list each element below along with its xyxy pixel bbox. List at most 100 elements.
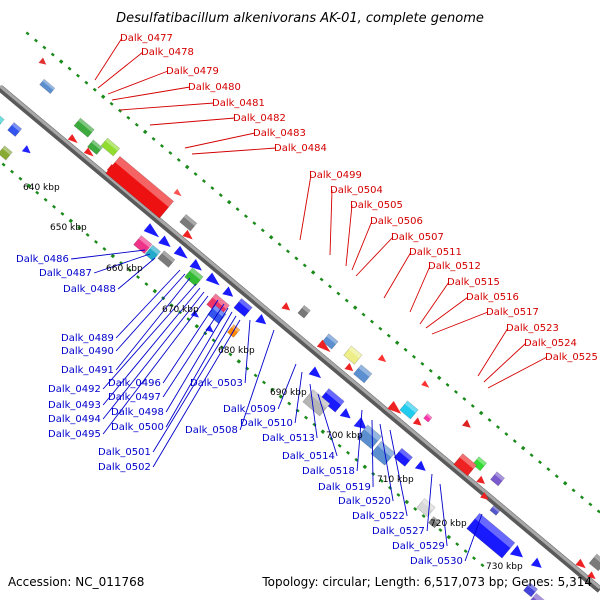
gene-label-reverse[interactable]: Dalk_0493 — [48, 400, 101, 411]
gene-label-reverse[interactable]: Dalk_0502 — [98, 462, 151, 473]
scale-tick — [77, 225, 82, 230]
label-leader — [487, 356, 548, 389]
kbp-scale-label: 710 kbp — [377, 475, 414, 485]
gene-feature — [38, 57, 47, 65]
gene-label-forward[interactable]: Dalk_0506 — [370, 216, 423, 227]
scale-tick — [159, 143, 164, 148]
gene-label-forward[interactable]: Dalk_0479 — [166, 66, 219, 77]
gene-label-reverse[interactable]: Dalk_0498 — [111, 407, 164, 418]
gene-label-reverse[interactable]: Dalk_0520 — [338, 496, 391, 507]
scale-tick — [68, 218, 74, 224]
gene-label-forward[interactable]: Dalk_0478 — [141, 47, 194, 58]
gene-label-forward[interactable]: Dalk_0517 — [486, 307, 539, 318]
scale-tick — [43, 197, 48, 202]
label-leader — [71, 249, 146, 260]
gene-feature — [453, 453, 477, 477]
gene-label-reverse[interactable]: Dalk_0491 — [61, 365, 114, 376]
scale-tick — [35, 190, 40, 195]
gene-feature — [21, 145, 31, 154]
gene-label-forward[interactable]: Dalk_0515 — [447, 277, 500, 288]
scale-tick — [144, 282, 149, 287]
gene-label-reverse[interactable]: Dalk_0487 — [39, 268, 92, 279]
label-leader — [439, 483, 448, 547]
gene-label-forward[interactable]: Dalk_0482 — [233, 113, 286, 124]
label-leader — [149, 117, 236, 126]
gene-label-forward[interactable]: Dalk_0480 — [188, 82, 241, 93]
gene-label-forward[interactable]: Dalk_0512 — [428, 261, 481, 272]
gene-feature — [588, 553, 600, 572]
scale-tick — [287, 401, 292, 406]
label-leader — [102, 283, 197, 390]
gene-label-forward[interactable]: Dalk_0504 — [330, 185, 383, 196]
gene-feature — [133, 235, 153, 254]
gene-label-reverse[interactable]: Dalk_0530 — [410, 556, 463, 567]
gene-label-reverse[interactable]: Dalk_0529 — [392, 541, 445, 552]
gene-label-forward[interactable]: Dalk_0477 — [120, 33, 173, 44]
scale-tick — [404, 499, 410, 505]
gene-label-reverse[interactable]: Dalk_0519 — [318, 482, 371, 493]
gene-label-forward[interactable]: Dalk_0499 — [309, 170, 362, 181]
scale-tick — [18, 176, 23, 181]
gene-label-forward[interactable]: Dalk_0516 — [466, 292, 519, 303]
scale-tick — [260, 228, 265, 233]
scale-tick — [285, 249, 290, 254]
gene-feature — [316, 339, 331, 353]
gene-feature — [421, 380, 430, 388]
gene-feature — [179, 213, 198, 232]
label-leader — [383, 251, 412, 299]
gene-label-forward[interactable]: Dalk_0525 — [545, 352, 598, 363]
gene-label-reverse[interactable]: Dalk_0495 — [48, 429, 101, 440]
gene-feature — [143, 223, 160, 238]
label-leader — [119, 102, 215, 111]
gene-label-reverse[interactable]: Dalk_0496 — [108, 378, 161, 389]
gene-label-forward[interactable]: Dalk_0524 — [524, 338, 577, 349]
scale-tick — [210, 186, 215, 191]
gene-label-reverse[interactable]: Dalk_0492 — [48, 384, 101, 395]
label-leader — [425, 296, 469, 329]
gene-label-forward[interactable]: Dalk_0523 — [506, 323, 559, 334]
gene-label-reverse[interactable]: Dalk_0490 — [61, 346, 114, 357]
gene-label-reverse[interactable]: Dalk_0497 — [108, 392, 161, 403]
label-leader — [419, 281, 450, 325]
gene-label-reverse[interactable]: Dalk_0508 — [185, 425, 238, 436]
scale-tick — [85, 232, 90, 237]
gene-feature — [67, 134, 78, 144]
gene-label-reverse[interactable]: Dalk_0510 — [240, 418, 293, 429]
gene-label-reverse[interactable]: Dalk_0494 — [48, 414, 101, 425]
scale-tick — [463, 549, 468, 554]
scale-tick — [362, 464, 368, 470]
gene-label-forward[interactable]: Dalk_0505 — [350, 200, 403, 211]
gene-label-reverse[interactable]: Dalk_0527 — [372, 526, 425, 537]
gene-label-reverse[interactable]: Dalk_0513 — [262, 433, 315, 444]
scale-tick — [211, 338, 216, 343]
scale-tick — [446, 534, 452, 540]
scale-tick — [186, 317, 191, 322]
scale-tick — [126, 115, 131, 120]
gene-label-reverse[interactable]: Dalk_0503 — [190, 378, 243, 389]
scale-tick — [92, 87, 97, 92]
gene-label-reverse[interactable]: Dalk_0486 — [16, 254, 69, 265]
label-leader — [191, 147, 277, 155]
gene-label-reverse[interactable]: Dalk_0514 — [282, 451, 335, 462]
gene-label-reverse[interactable]: Dalk_0489 — [61, 333, 114, 344]
scale-tick — [346, 450, 351, 455]
scale-tick — [320, 429, 326, 434]
label-leader — [409, 265, 431, 313]
scale-tick — [453, 389, 458, 394]
scale-tick — [25, 31, 30, 36]
gene-label-reverse[interactable]: Dalk_0522 — [352, 511, 405, 522]
gene-label-reverse[interactable]: Dalk_0509 — [223, 404, 276, 415]
gene-label-forward[interactable]: Dalk_0511 — [409, 247, 462, 258]
scale-tick — [445, 382, 450, 387]
scale-tick — [421, 514, 426, 518]
gene-label-reverse[interactable]: Dalk_0518 — [302, 466, 355, 477]
gene-label-forward[interactable]: Dalk_0481 — [212, 98, 265, 109]
gene-label-reverse[interactable]: Dalk_0500 — [111, 422, 164, 433]
gene-label-reverse[interactable]: Dalk_0501 — [98, 447, 151, 458]
gene-label-forward[interactable]: Dalk_0483 — [253, 128, 306, 139]
gene-label-forward[interactable]: Dalk_0484 — [274, 143, 327, 154]
gene-label-forward[interactable]: Dalk_0507 — [391, 232, 444, 243]
gene-feature — [206, 293, 230, 317]
gene-label-reverse[interactable]: Dalk_0488 — [63, 284, 116, 295]
